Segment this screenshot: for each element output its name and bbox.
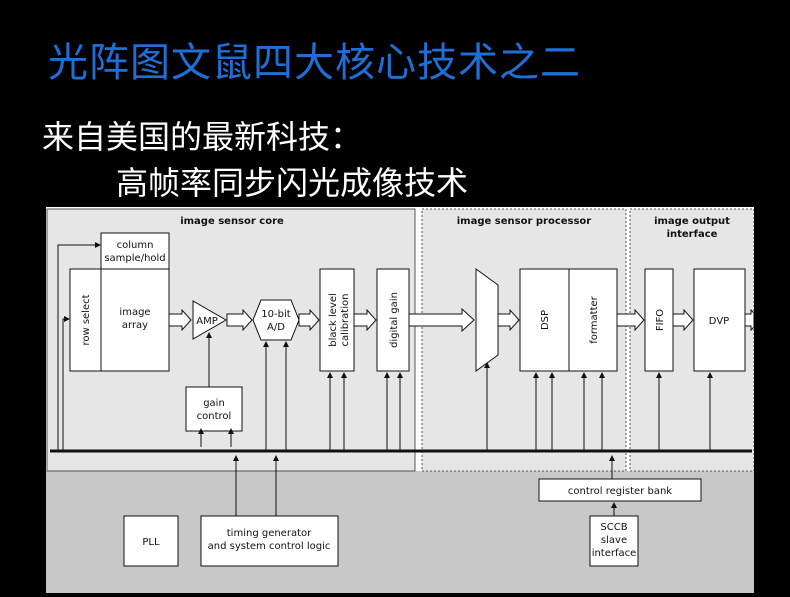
column-label-line1: column <box>117 240 154 251</box>
gain-control-label-line2: control <box>197 411 232 422</box>
output-section-label-line1: image output <box>654 216 730 227</box>
arrowhead-column <box>95 242 101 248</box>
line-left-to-column <box>57 244 98 451</box>
amp-block <box>192 300 228 340</box>
black-level-calibration-block <box>319 268 355 372</box>
arrow-fifo-to-dvp <box>672 308 694 332</box>
sccb-label-line1: SCCB <box>600 522 627 533</box>
sccb-interface-block <box>589 515 639 567</box>
black-level-label-line2: calibration <box>340 294 351 347</box>
timing-generator-label-line2: and system control logic <box>208 541 331 552</box>
arrowhead-timing-2 <box>273 455 279 461</box>
arrowhead-fmt-2 <box>599 372 605 378</box>
pll-block <box>123 515 179 567</box>
timing-generator-block <box>200 515 339 567</box>
fifo-block <box>644 268 674 372</box>
arrowhead-fifo <box>656 372 662 378</box>
image-array-block <box>100 268 170 372</box>
image-array-label-line2: array <box>122 320 148 331</box>
arrowhead-dgain-2 <box>397 372 403 378</box>
arrow-formatter-to-fifo <box>616 308 645 332</box>
adc-block <box>252 299 300 341</box>
amp-label: AMP <box>196 316 218 327</box>
control-register-bank-label: control register bank <box>568 486 672 497</box>
dsp-label: DSP <box>540 310 551 330</box>
arrowhead-dgain-1 <box>384 372 390 378</box>
arrow-amp-to-adc <box>226 308 253 332</box>
digital-gain-label: digital gain <box>389 292 400 348</box>
slide-subtitle-line2: 高帧率同步闪光成像技术 <box>116 164 469 202</box>
dsp-block <box>519 268 570 372</box>
block-diagram: image sensor core image sensor processor… <box>46 207 755 593</box>
row-select-label: row select <box>81 294 92 345</box>
arrowhead-mux <box>484 362 490 368</box>
slide-subtitle-line1: 来自美国的最新科技： <box>42 118 363 156</box>
arrowhead-gain-to-amp <box>206 332 212 338</box>
arrow-mux-to-dsp <box>497 308 520 332</box>
processor-section-label: image sensor processor <box>457 216 592 227</box>
column-sample-hold-block <box>100 232 170 270</box>
arrow-adc-to-blc <box>298 308 320 332</box>
timing-generator-label-line1: timing generator <box>227 528 312 539</box>
arrowhead-row <box>64 316 70 322</box>
arrowhead-dsp-2 <box>549 372 555 378</box>
arrowhead-fmt-1 <box>581 372 587 378</box>
arrowhead-dsp-1 <box>533 372 539 378</box>
arrowhead-adc-1 <box>263 341 269 347</box>
gain-control-block <box>185 386 243 432</box>
column-label-line2: sample/hold <box>104 253 165 264</box>
adc-label-line2: A/D <box>267 322 285 333</box>
sccb-label-line3: interface <box>592 548 637 559</box>
gain-control-label-line1: gain <box>203 398 225 409</box>
slide-title: 光阵图文鼠四大核心技术之二 <box>48 40 581 86</box>
dvp-label: DVP <box>709 316 729 327</box>
digital-gain-block <box>376 268 410 372</box>
arrowhead-sccb <box>611 502 617 508</box>
arrowhead-timing-1 <box>233 455 239 461</box>
pll-label: PLL <box>142 537 160 548</box>
formatter-block <box>568 268 618 372</box>
core-section-label: image sensor core <box>180 216 284 227</box>
arrowhead-register <box>609 455 615 461</box>
arrowhead-adc-2 <box>283 341 289 347</box>
output-section-label-line2: interface <box>667 229 718 240</box>
adc-label-line1: 10-bit <box>261 309 290 320</box>
arrowhead-gain-2 <box>228 428 234 434</box>
block-diagram-svg: image sensor core image sensor processor… <box>46 208 755 593</box>
multiplexer-block <box>475 268 499 372</box>
sccb-label-line2: slave <box>601 535 627 546</box>
arrowhead-dvp <box>707 372 713 378</box>
arrowhead-gain-1 <box>198 428 204 434</box>
control-register-bank-block <box>538 478 702 502</box>
formatter-label: formatter <box>589 295 600 343</box>
arrow-blc-to-gain <box>353 308 377 332</box>
black-level-label-line1: black level <box>328 293 339 347</box>
arrow-image-to-amp <box>168 308 192 332</box>
arrowhead-blc-2 <box>341 372 347 378</box>
arrowhead-blc-1 <box>327 372 333 378</box>
image-array-label-line1: image <box>119 307 150 318</box>
arrow-gain-to-mux <box>408 307 475 333</box>
fifo-label: FIFO <box>655 309 666 331</box>
